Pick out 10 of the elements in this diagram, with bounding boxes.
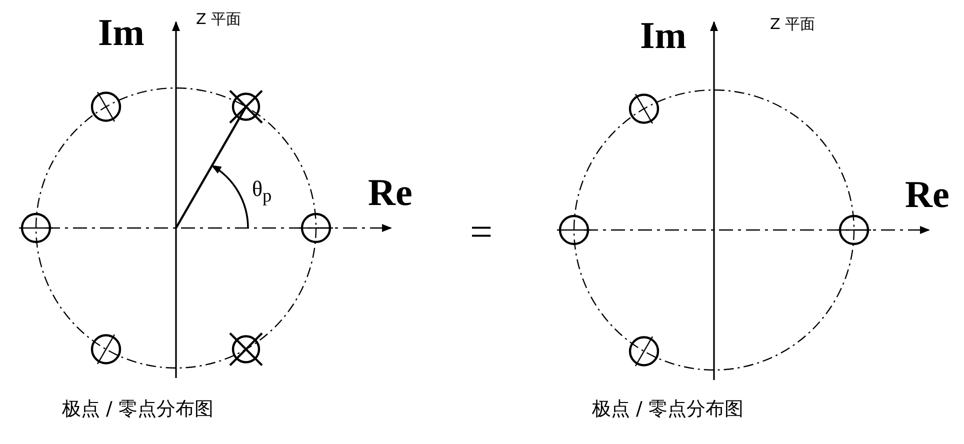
plot-caption: 极点 / 零点分布图: [592, 400, 744, 419]
axis-label: Re: [368, 174, 412, 212]
axis-label: Im: [98, 14, 144, 52]
plot-caption: 极点 / 零点分布图: [62, 400, 214, 419]
equals-sign: =: [470, 212, 493, 252]
plane-label: Z 平面: [196, 12, 242, 27]
axis-label: Re: [905, 176, 950, 214]
plane-label: Z 平面: [770, 17, 816, 32]
axis-label: Im: [640, 17, 686, 55]
angle-label: θ$_{p}$: [252, 178, 272, 205]
